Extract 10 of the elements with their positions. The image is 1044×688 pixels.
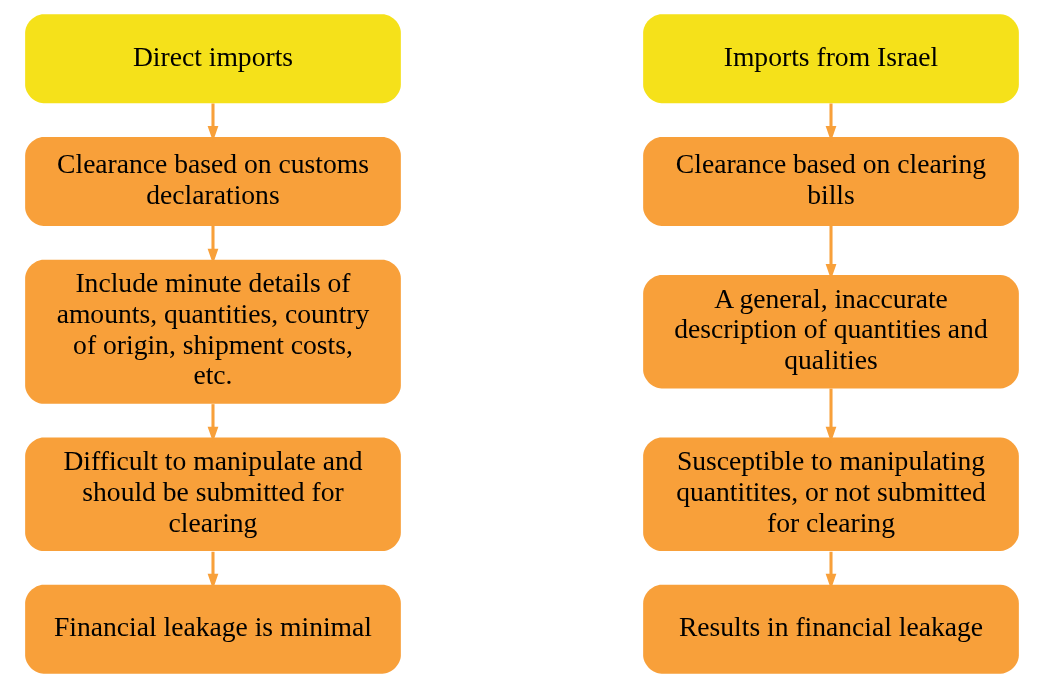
node-box: Direct imports [25, 14, 401, 104]
node-box: Imports from Israel [643, 14, 1019, 104]
node-box: Susceptible to manipulating quantitites, or not submitted for clearing [643, 437, 1019, 552]
node-box: Clearance based on clearing bills [643, 136, 1019, 226]
node-box: A general, inaccurate description of quantities and qualities [643, 275, 1019, 389]
node-box: Results in financial leakage [643, 584, 1019, 674]
node-box: Difficult to manipulate and should be submitted for clearing [25, 437, 401, 552]
node-box: Clearance based on customs declarations [25, 136, 401, 226]
node-box: Financial leakage is minimal [25, 584, 401, 674]
node-box: Include minute details of amounts, quantities, country of origin, shipment costs, etc. [25, 259, 401, 404]
